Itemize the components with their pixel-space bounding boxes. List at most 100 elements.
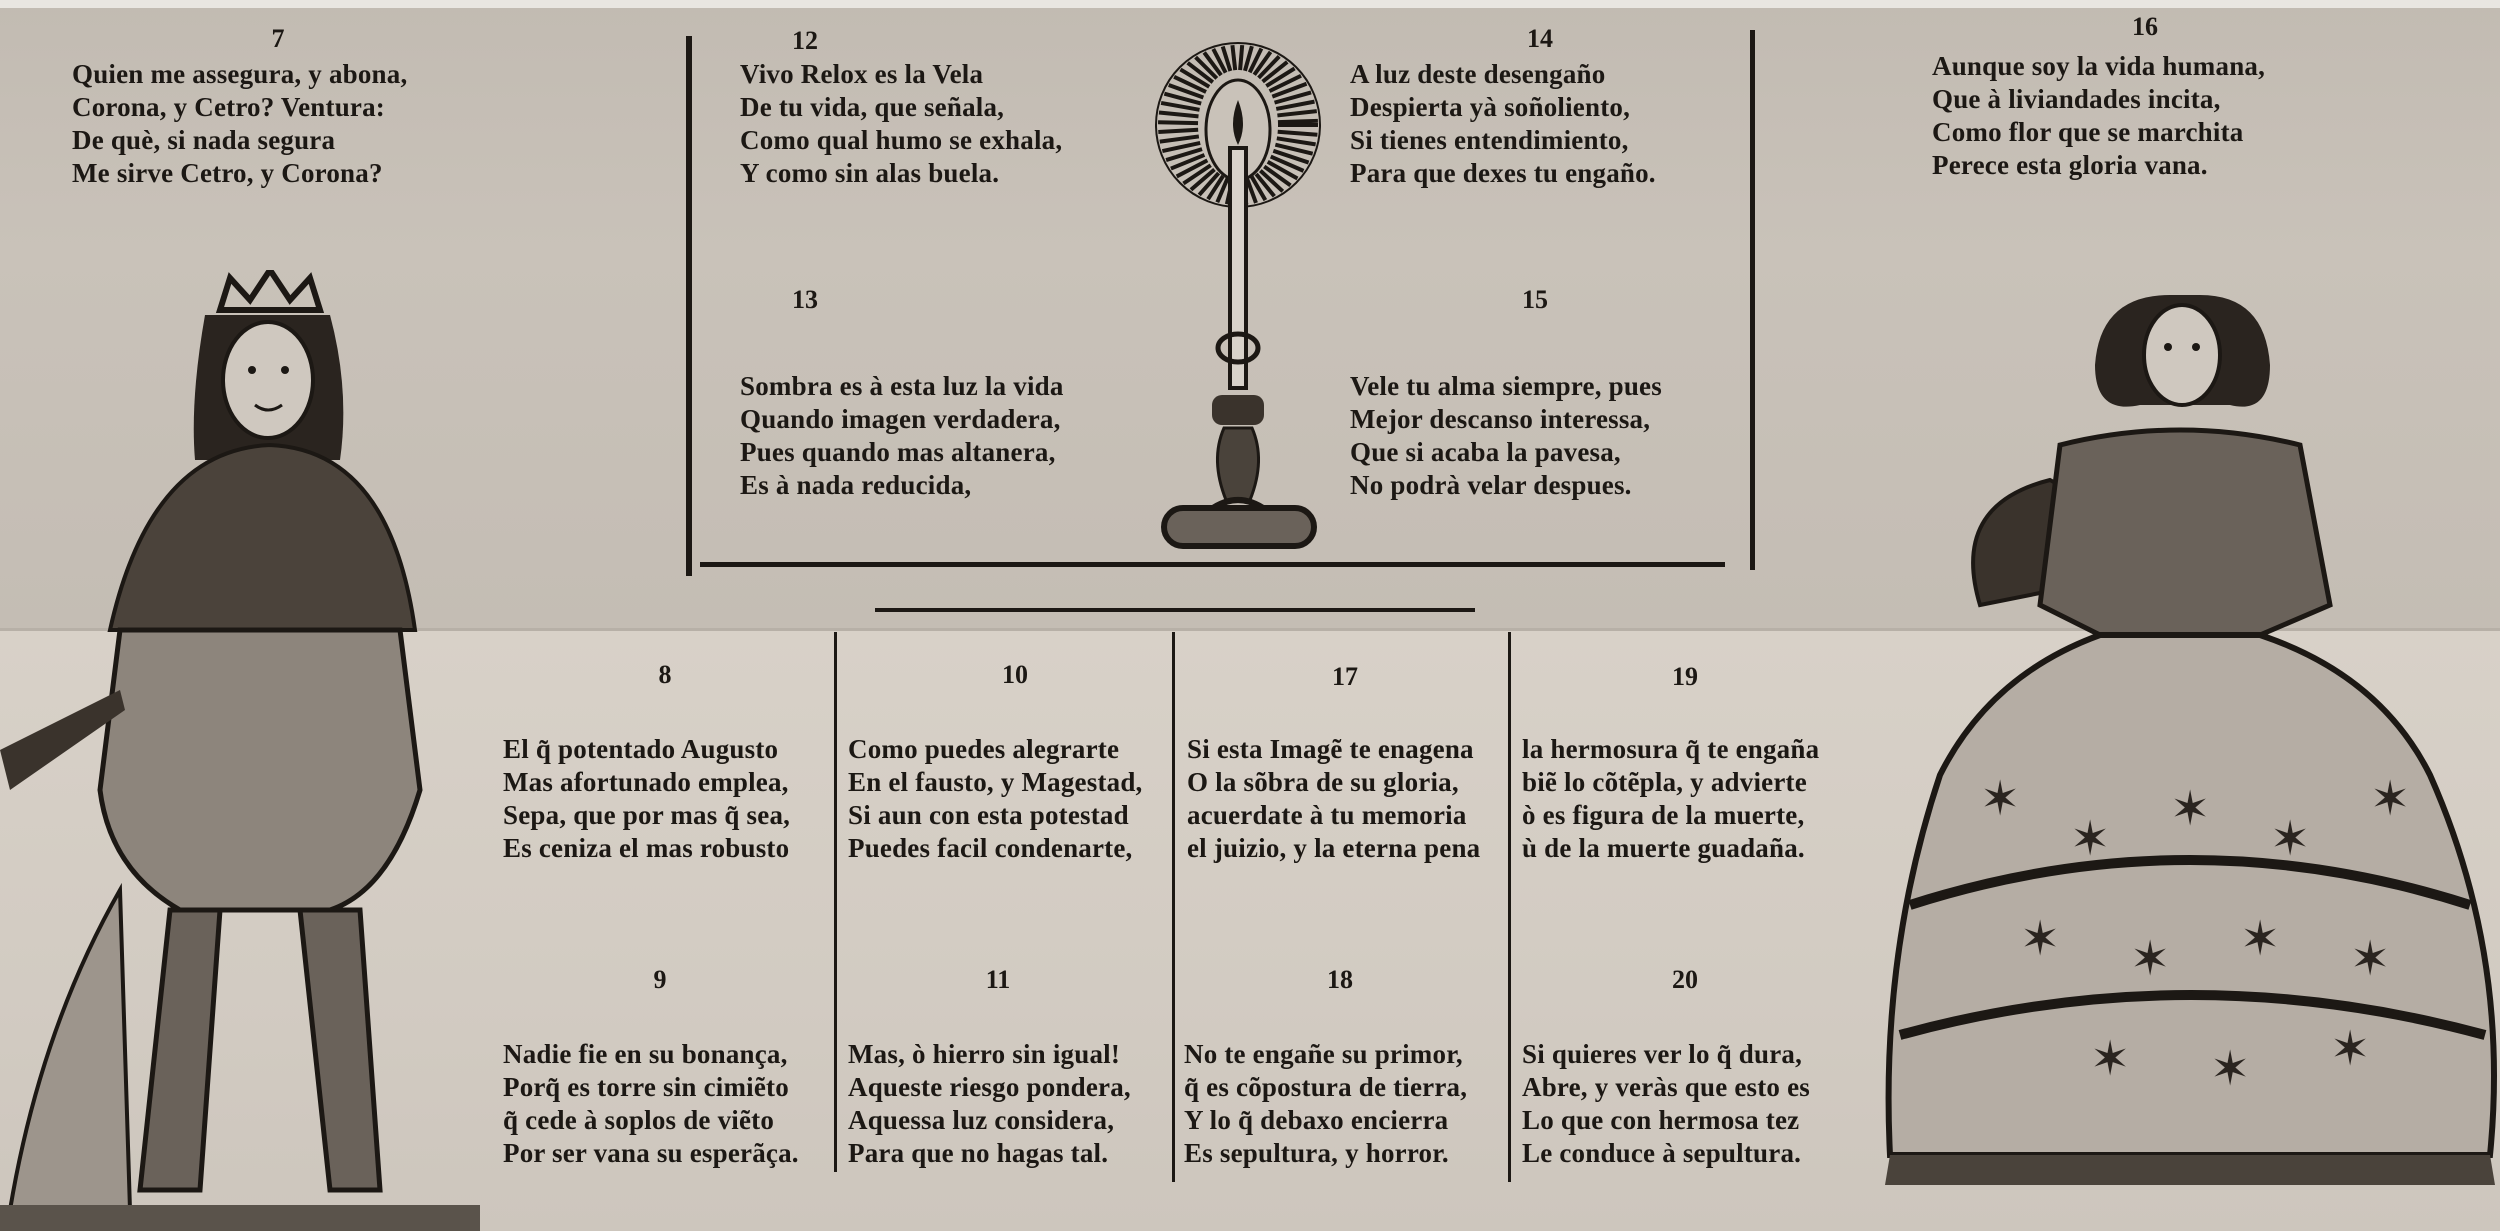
halo-ray [1257, 55, 1281, 80]
verse-line: Nadie fie en su bonança, [503, 1039, 788, 1069]
halo-ray [1173, 75, 1207, 94]
verse-line: A luz deste desengaño [1350, 59, 1606, 89]
halo-ray [1215, 177, 1230, 204]
stanza-20: Si quieres ver lo q̃ dura,Abre, y veràs … [1522, 1038, 1810, 1170]
verse-line: Por ser vana su esperãça. [503, 1138, 799, 1168]
verse-line: Le conduce à sepultura. [1522, 1138, 1802, 1168]
stanza-number: 10 [1002, 660, 1028, 689]
halo-ray [1247, 47, 1264, 74]
verse-line: Es à nada reducida, [740, 470, 972, 500]
verse-line: Y como sin alas buela. [740, 158, 1000, 188]
verse-line: O la sõbra de su gloria, [1187, 767, 1459, 797]
halo-ray [1245, 177, 1258, 204]
verse-line: Sepa, que por mas q̃ sea, [503, 800, 791, 830]
verse-line: Despierta yà soñoliento, [1350, 92, 1631, 122]
halo-ray [1263, 164, 1292, 188]
stanza-number: 18 [1327, 965, 1353, 994]
verse-line: q̃ cede à soplos de viẽto [503, 1105, 775, 1135]
stanza-18: No te engañe su primor,q̃ es cõpostura d… [1184, 1038, 1467, 1170]
verse-line: Como flor que se marchita [1932, 117, 2244, 147]
halo-ray [1194, 55, 1219, 80]
halo-ray [1158, 110, 1199, 119]
verse-line: Me sirve Cetro, y Corona? [72, 158, 383, 188]
halo-ray [1175, 158, 1209, 179]
verse-line: Puedes facil condenarte, [848, 833, 1133, 863]
verse-line: Para que no hagas tal. [848, 1138, 1109, 1168]
verse-line: Mas, ò hierro sin igual! [848, 1039, 1121, 1069]
verse-line: ò es figura de la muerte, [1522, 800, 1805, 830]
frame-right-rule [1750, 30, 1755, 570]
verse-line: Como qual humo se exhala, [740, 125, 1063, 155]
star-ornament-icon: ✶ [2090, 1033, 2130, 1086]
verse-line: Porq̃ es torre sin cimiẽto [503, 1072, 789, 1102]
verse-line: Es sepultura, y horror. [1184, 1138, 1449, 1168]
verse-line: Si quieres ver lo q̃ dura, [1522, 1039, 1803, 1069]
verse-line: Si tienes entendimiento, [1350, 125, 1629, 155]
stanza-7: Quien me assegura, y abona,Corona, y Cet… [72, 58, 407, 190]
halo-ray [1206, 174, 1225, 201]
verse-line: Que si acaba la pavesa, [1350, 437, 1621, 467]
verse-line: ù de la muerte guadaña. [1522, 833, 1805, 863]
halo-ray [1259, 169, 1285, 193]
halo-ray [1197, 171, 1221, 197]
halo-ray [1220, 45, 1233, 72]
stanza-number: 14 [1527, 24, 1553, 53]
verse-line: Corona, y Cetro? Ventura: [72, 92, 385, 122]
verse-line: la hermosura q̃ te engaña [1522, 734, 1820, 764]
verse-line: Vele tu alma siempre, pues [1350, 371, 1662, 401]
halo-ray [1272, 148, 1310, 165]
stanza-16: Aunque soy la vida humana,Que à livianda… [1932, 50, 2265, 182]
verse-line: Quando imagen verdadera, [740, 404, 1061, 434]
verse-line: Aqueste riesgo pondera, [848, 1072, 1131, 1102]
verse-line: Para que dexes tu engaño. [1350, 158, 1656, 188]
star-ornament-icon: ✶ [2170, 783, 2210, 836]
stanza-number: 11 [985, 965, 1011, 994]
stanza-number: 20 [1672, 965, 1698, 994]
halo-ray [1276, 136, 1316, 147]
frame-left-rule [686, 36, 692, 576]
star-ornament-icon: ✶ [2070, 813, 2110, 866]
halo-ray [1163, 91, 1202, 106]
verse-line: Aquessa luz considera, [848, 1105, 1115, 1135]
star-ornament-icon: ✶ [2130, 933, 2170, 986]
verse-line: Como puedes alegrarte [848, 734, 1120, 764]
star-ornament-icon: ✶ [2270, 813, 2310, 866]
verse-line: Es ceniza el mas robusto [503, 833, 790, 863]
column-divider [1172, 632, 1175, 1182]
stanza-number: 16 [2132, 12, 2158, 41]
verse-line: Vivo Relox es la Vela [740, 59, 984, 89]
verse-line: De tu vida, que señala, [740, 92, 1005, 122]
frame-bottom-rule [700, 562, 1725, 567]
verse-line: No te engañe su primor, [1184, 1039, 1463, 1069]
stanza-11: Mas, ò hierro sin igual!Aqueste riesgo p… [848, 1038, 1131, 1170]
halo-ray [1243, 45, 1254, 72]
halo-ray [1211, 47, 1228, 74]
halo-ray [1249, 175, 1268, 202]
star-ornament-icon: ✶ [2370, 773, 2410, 826]
stanza-number: 7 [271, 24, 285, 53]
verse-line: Quien me assegura, y abona, [72, 59, 408, 89]
star-ornament-icon: ✶ [1980, 773, 2020, 826]
halo-ray [1271, 81, 1308, 99]
verse-line: De què, si nada segura [72, 125, 336, 155]
halo-ray [1158, 127, 1199, 134]
star-ornament-icon: ✶ [2240, 913, 2280, 966]
stanza-number: 15 [1522, 285, 1548, 314]
halo-ray [1265, 66, 1296, 88]
halo-ray [1170, 153, 1206, 171]
halo-ray [1182, 163, 1212, 186]
halo-ray [1252, 50, 1273, 76]
halo-ray [1269, 154, 1305, 173]
halo-ray [1268, 73, 1302, 93]
stanza-number: 8 [658, 660, 672, 689]
halo-ray [1186, 61, 1215, 84]
king-figure-woodcut [0, 270, 480, 1231]
verse-line: Pues quando mas altanera, [740, 437, 1056, 467]
halo-ray [1158, 120, 1199, 126]
